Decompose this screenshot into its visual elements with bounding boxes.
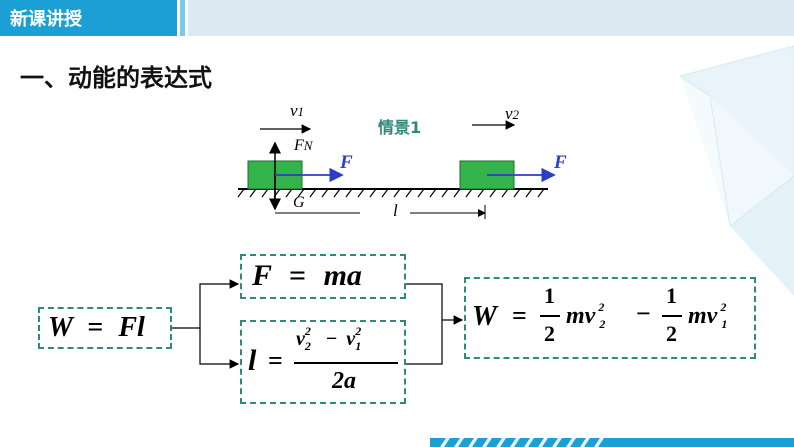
- force-label-initial: F: [340, 152, 353, 173]
- result-fraction-bar-2: [662, 315, 682, 317]
- ground-hatching: [237, 188, 545, 198]
- newton-rhs: ma: [323, 259, 362, 292]
- velocity-label-final: v2: [505, 104, 520, 123]
- connector-to-newton: [172, 279, 240, 329]
- connector-merge: [406, 283, 443, 365]
- kinematics-equation-box: l = v22 − v12 2a: [240, 320, 406, 404]
- velocity-label-initial: v1: [290, 101, 305, 120]
- header-band: [188, 0, 794, 36]
- header-divider: [180, 0, 185, 36]
- result-half-num-2: 1: [666, 283, 677, 308]
- result-half-den-1: 2: [544, 321, 555, 346]
- gravity-label: G: [293, 194, 305, 211]
- kinematics-lhs: l: [248, 344, 257, 377]
- result-fraction-bar-1: [540, 315, 560, 317]
- footer-bar: [430, 438, 794, 447]
- footer-stripes: [440, 438, 604, 447]
- work-eq: =: [87, 312, 104, 343]
- newton-lhs: F: [252, 259, 272, 292]
- section-title: 一、动能的表达式: [20, 64, 212, 92]
- result-half-den-2: 2: [666, 321, 677, 346]
- result-lhs: W: [472, 301, 497, 332]
- scene-label: 情景1: [378, 118, 422, 137]
- distance-label: l: [393, 201, 398, 220]
- result-minus: −: [636, 299, 651, 328]
- decorative-geometric-pattern: [679, 45, 794, 296]
- connector-to-kinematics: [199, 328, 240, 369]
- physics-diagram: [237, 120, 556, 219]
- normal-force-label: FN: [294, 137, 313, 154]
- header-title-bar: 新课讲授: [0, 0, 177, 36]
- equation-connectors: [172, 279, 464, 369]
- newton-equation-box: F = ma: [240, 254, 406, 299]
- result-eq: =: [512, 301, 527, 330]
- kinematics-numerator: v22 − v12: [296, 324, 362, 353]
- newton-eq: =: [288, 259, 307, 292]
- header-title: 新课讲授: [10, 9, 82, 30]
- kinematics-denominator: 2a: [332, 368, 356, 394]
- kinematics-fraction-bar: [294, 362, 398, 364]
- work-lhs: W: [48, 312, 73, 343]
- force-label-final: F: [554, 152, 567, 173]
- result-half-num-1: 1: [544, 283, 555, 308]
- kinematics-eq: =: [268, 346, 283, 375]
- work-rhs: Fl: [118, 312, 145, 343]
- work-equation-box: W = Fl: [38, 307, 172, 349]
